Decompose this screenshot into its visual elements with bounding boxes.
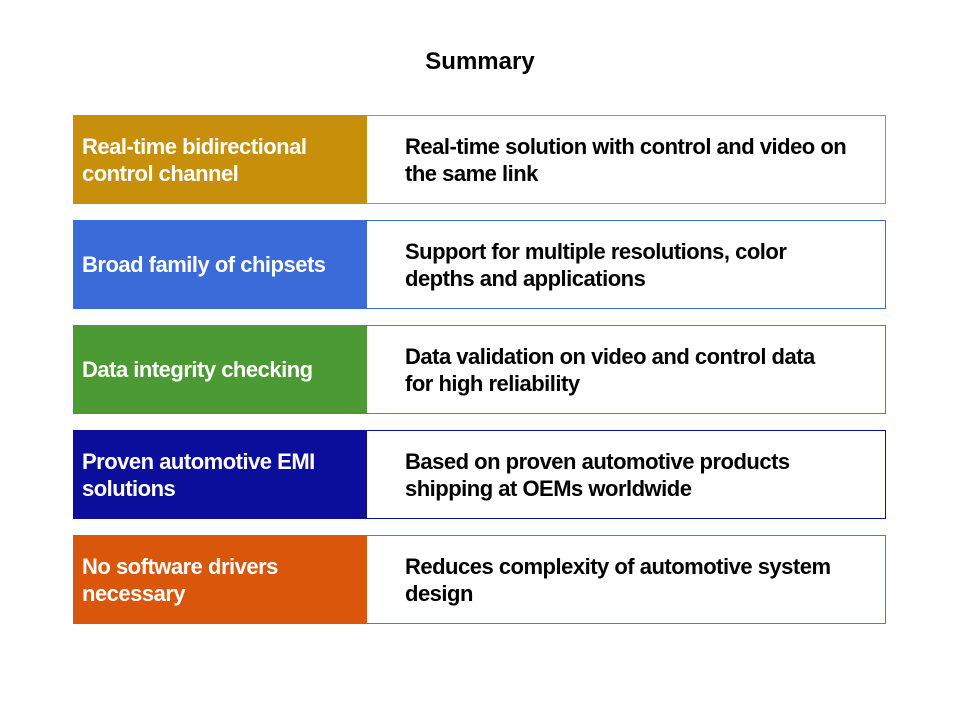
benefit-text: Support for multiple resolutions, color … bbox=[367, 221, 885, 308]
summary-row-emi: Proven automotive EMI solutions Based on… bbox=[73, 430, 886, 519]
summary-row-integrity: Data integrity checking Data validation … bbox=[73, 325, 886, 414]
feature-label: No software drivers necessary bbox=[74, 536, 367, 623]
benefit-text: Real-time solution with control and vide… bbox=[367, 116, 885, 203]
summary-row-drivers: No software drivers necessary Reduces co… bbox=[73, 535, 886, 624]
benefit-text: Reduces complexity of automotive system … bbox=[367, 536, 885, 623]
page-title: Summary bbox=[425, 48, 535, 75]
feature-label: Real-time bidirectional control channel bbox=[74, 116, 367, 203]
feature-label: Data integrity checking bbox=[74, 326, 367, 413]
feature-label: Proven automotive EMI solutions bbox=[74, 431, 367, 518]
benefit-text: Based on proven automotive products ship… bbox=[367, 431, 885, 518]
summary-row-chipsets: Broad family of chipsets Support for mul… bbox=[73, 220, 886, 309]
summary-row-realtime: Real-time bidirectional control channel … bbox=[73, 115, 886, 204]
feature-label: Broad family of chipsets bbox=[74, 221, 367, 308]
benefit-text: Data validation on video and control dat… bbox=[367, 326, 885, 413]
